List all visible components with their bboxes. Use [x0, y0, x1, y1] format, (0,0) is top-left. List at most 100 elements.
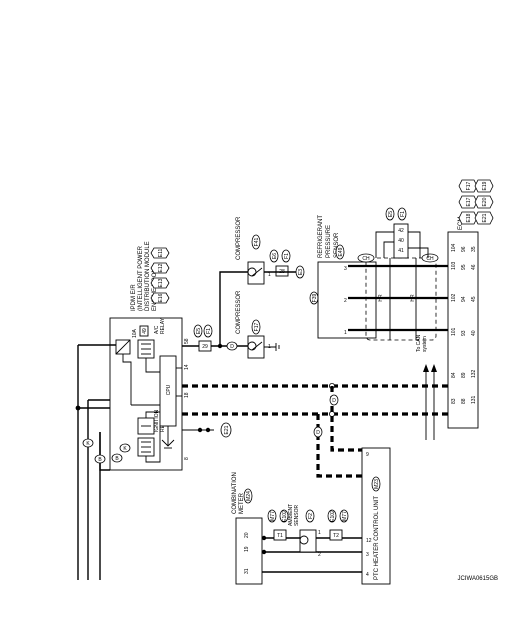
- ipdm-terminal-58: 58: [184, 338, 190, 344]
- svg-text:46: 46: [471, 264, 477, 270]
- ecm-module: ECM F17 E17 E18 E19 E20 E21 83 84 101 10…: [447, 179, 494, 429]
- svg-text:83: 83: [451, 398, 457, 404]
- sensor-hr-1: HR: [378, 294, 384, 302]
- can-label-2: system: [422, 336, 428, 352]
- combination-meter-label-2: METER: [239, 492, 245, 514]
- ptc-heater-connector: M23: [374, 479, 380, 489]
- chassis-label-1: CH: [362, 256, 370, 262]
- svg-text:104: 104: [451, 243, 457, 252]
- wire-marker-b1: B: [94, 454, 106, 464]
- svg-text:131: 131: [471, 395, 477, 404]
- svg-text:E3: E3: [298, 269, 304, 275]
- svg-text:D: D: [316, 430, 320, 436]
- refrigerant-pressure-sensor: REFRIGERANT PRESSURE SENSOR E49 1 2 3: [317, 215, 377, 339]
- can-label-1: To CAN: [416, 334, 422, 352]
- ipdm-connector-e13: E13: [158, 278, 164, 287]
- ambient-label-1: AMBIENT: [288, 504, 294, 526]
- ipdm-terminal-18: 18: [184, 392, 190, 398]
- feed-connector-f1: F1: [203, 324, 213, 338]
- ac-relay: A/C RELAY: [137, 317, 166, 359]
- feed-connector-e3: E3: [295, 265, 305, 279]
- svg-text:45: 45: [471, 296, 477, 302]
- svg-text:E102: E102: [282, 510, 288, 522]
- refrigerant-pin-3: 3: [344, 266, 347, 272]
- ecm-label: ECM: [458, 217, 464, 230]
- ipdm-title-line3: DISTRIBUTION MODULE: [145, 241, 151, 311]
- feed-marker-d: D: [226, 341, 238, 351]
- ipdm-cpu: CPU: [159, 355, 177, 427]
- refrigerant-label-3: SENSOR: [334, 232, 340, 258]
- refrigerant-pin-2: 2: [344, 298, 347, 304]
- cpu-label: CPU: [166, 384, 172, 395]
- ambient-sensor-group: AMBIENT SENSOR F2 T1 T2 M77 E102 E102 M7…: [261, 504, 362, 573]
- svg-text:40: 40: [471, 330, 477, 336]
- refrigerant-connector: E49: [338, 247, 344, 256]
- svg-text:42: 42: [398, 228, 404, 234]
- ambient-connector: F2: [308, 513, 314, 519]
- svg-text:89: 89: [461, 372, 467, 378]
- combination-meter-connector: M24: [246, 491, 252, 501]
- svg-text:E21: E21: [482, 213, 488, 222]
- svg-text:E5: E5: [196, 328, 202, 334]
- ipdm-connector-e11: E11: [158, 249, 164, 258]
- ipdm-terminal-8: 8: [184, 457, 190, 460]
- wire-marker-k1: K: [82, 438, 94, 448]
- ptc-heater-label: PTC HEATER CONTROL UNIT: [374, 496, 380, 580]
- refrigerant-pin-1: 1: [344, 330, 347, 336]
- refrigerant-label-1: REFRIGERANT: [318, 215, 324, 258]
- svg-text:94: 94: [461, 296, 467, 302]
- ipdm-connector-e12: E12: [158, 263, 164, 272]
- svg-text:B: B: [98, 457, 102, 463]
- svg-text:K: K: [86, 441, 90, 447]
- svg-text:E6: E6: [272, 253, 278, 259]
- feed-connector-e6: E6: [269, 249, 279, 263]
- sensor-signal-wires: CH CH HR HR 42 40 41 E5 F1: [348, 207, 448, 341]
- ipdm-module: IPDM E/R (INTELLIGENT POWER DISTRIBUTION…: [109, 241, 190, 471]
- ipdm-terminal-14: 14: [184, 364, 190, 370]
- svg-text:103: 103: [451, 261, 457, 270]
- svg-text:96: 96: [461, 246, 467, 252]
- ipdm-title-line1: IPDM E/R: [131, 284, 137, 311]
- svg-text:E20: E20: [482, 197, 488, 206]
- ac-relay-label-2: RELAY: [160, 317, 166, 334]
- svg-text:E102: E102: [330, 510, 336, 522]
- refrigerant-label-2: PRESSURE: [326, 225, 332, 258]
- battery-feed-wires: K B K B: [75, 344, 131, 580]
- svg-text:M77: M77: [342, 511, 348, 521]
- svg-text:E5: E5: [388, 211, 394, 217]
- svg-text:E21: E21: [224, 425, 230, 434]
- svg-text:M77: M77: [270, 511, 276, 521]
- feed-connector-f1b: F1: [281, 249, 291, 263]
- svg-text:E18: E18: [466, 213, 472, 222]
- compressor-left-connector: F17: [254, 322, 260, 331]
- compressor-right-pin: 1: [268, 272, 271, 278]
- svg-text:T1: T1: [277, 533, 283, 539]
- svg-text:20: 20: [244, 532, 250, 538]
- svg-text:1: 1: [318, 530, 321, 536]
- compressor-right-label: COMPRESSOR: [236, 216, 242, 260]
- fuse-rating: 10A: [132, 328, 138, 338]
- sensor-hr-2: HR: [410, 294, 416, 302]
- svg-text:D: D: [332, 398, 336, 404]
- svg-text:29: 29: [202, 344, 208, 350]
- svg-text:31: 31: [244, 568, 250, 574]
- svg-text:12: 12: [366, 538, 372, 544]
- svg-text:35: 35: [471, 246, 477, 252]
- ipdm-connector-e16: E16: [158, 293, 164, 302]
- svg-text:132: 132: [471, 369, 477, 378]
- svg-text:D: D: [230, 344, 234, 350]
- svg-text:3: 3: [366, 552, 369, 558]
- svg-text:K: K: [123, 446, 127, 452]
- svg-text:T2: T2: [333, 533, 339, 539]
- svg-text:101: 101: [451, 327, 457, 336]
- svg-text:B: B: [115, 456, 119, 462]
- ptc-heater-control-unit: PTC HEATER CONTROL UNIT M23 4 3 12 9: [361, 447, 391, 585]
- svg-text:F1: F1: [206, 328, 212, 334]
- ecm-connector-stack: F17 E17 E18 E19 E20 E21: [458, 179, 494, 225]
- svg-text:102: 102: [451, 293, 457, 302]
- compressor-left-label: COMPRESSOR: [236, 290, 242, 334]
- compressor-right-connector: F41: [254, 237, 260, 246]
- ignition-relay-label-1: IGNITION: [154, 409, 160, 432]
- svg-text:E17: E17: [466, 197, 472, 206]
